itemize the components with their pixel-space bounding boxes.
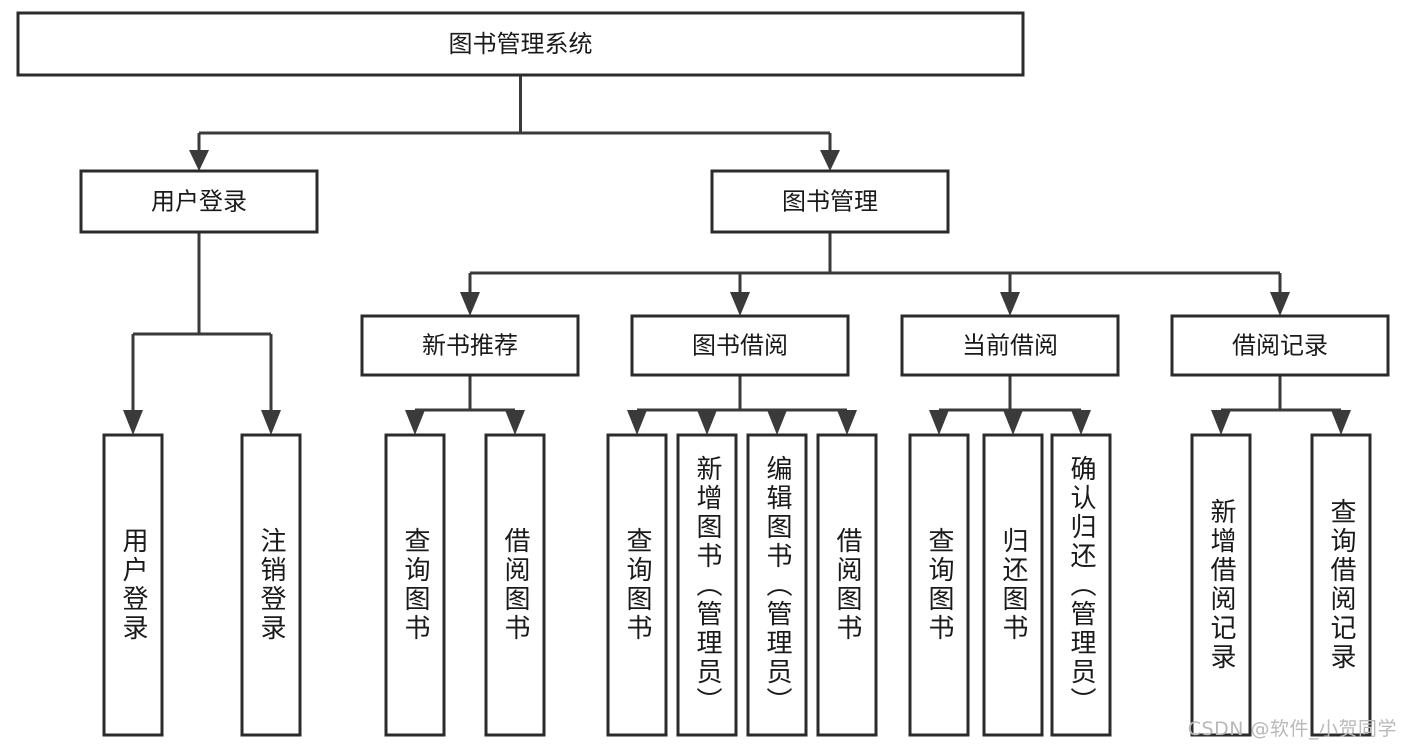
node-leaf-query-book-1-box[interactable] [384, 433, 446, 737]
node-leaf-confirm-return-admin-box[interactable] [1050, 433, 1112, 737]
node-user-login-box[interactable] [79, 169, 319, 234]
node-user-login-label: 用户登录 [151, 188, 247, 216]
arrow-cb-to-query-book [929, 410, 949, 435]
node-book-borrow-box[interactable] [630, 314, 850, 377]
arrow-bb-to-edit-book-admin [767, 410, 787, 435]
node-current-borrow-box[interactable] [900, 314, 1120, 377]
node-root-label: 图书管理系统 [449, 30, 593, 58]
arrow-root-to-book-manage [820, 150, 840, 171]
node-current-borrow-label: 当前借阅 [962, 332, 1058, 360]
arrow-bm-to-current-borrow [1000, 292, 1020, 316]
node-book-manage-box[interactable] [710, 169, 950, 234]
edge-group-root [189, 75, 840, 171]
arrow-ul-to-leaf-user-login [123, 410, 143, 435]
node-new-book-recommend-box[interactable] [360, 314, 580, 377]
node-leaf-borrow-book-1-box[interactable] [484, 433, 546, 737]
leaf-boxes [102, 433, 1372, 737]
node-borrow-record-box[interactable] [1170, 314, 1390, 377]
node-leaf-query-borrow-record-box[interactable] [1310, 433, 1372, 737]
arrow-bm-to-book-borrow [730, 292, 750, 316]
node-book-manage[interactable]: 图书管理 [710, 169, 950, 234]
node-leaf-query-book-3-box[interactable] [908, 433, 970, 737]
arrow-ul-to-leaf-logout-login [261, 410, 281, 435]
node-user-login[interactable]: 用户登录 [79, 169, 319, 234]
arrow-bb-to-borrow-book [837, 410, 857, 435]
edge-group-current-borrow [929, 375, 1091, 435]
edge-group-borrow-record [1211, 375, 1351, 435]
node-leaf-return-book-box[interactable] [982, 433, 1044, 737]
arrow-nbr-to-borrow-book [505, 410, 525, 435]
node-leaf-edit-book-admin-box[interactable] [746, 433, 808, 737]
arrow-cb-to-confirm-return-admin [1071, 410, 1091, 435]
edge-group-book-manage [460, 232, 1290, 316]
edge-group-book-borrow [627, 375, 857, 435]
node-borrow-record-label: 借阅记录 [1232, 332, 1328, 360]
edge-group-user-login [123, 232, 281, 435]
arrow-bb-to-add-book-admin [697, 410, 717, 435]
arrow-nbr-to-query-book [405, 410, 425, 435]
node-leaf-borrow-book-2-box[interactable] [816, 433, 878, 737]
arrow-bm-to-new-book-recommend [460, 292, 480, 316]
node-root-box[interactable] [16, 11, 1025, 77]
node-leaf-query-book-2-box[interactable] [606, 433, 668, 737]
node-book-manage-label: 图书管理 [782, 188, 878, 216]
arrow-cb-to-return-book [1003, 410, 1023, 435]
node-book-borrow-label: 图书借阅 [692, 332, 788, 360]
arrow-root-to-user-login [189, 150, 209, 171]
node-new-book-recommend-label: 新书推荐 [422, 332, 518, 360]
node-book-borrow[interactable]: 图书借阅 [630, 314, 850, 377]
arrow-br-to-add-borrow-record [1211, 410, 1231, 435]
node-leaf-logout-login-box[interactable] [240, 433, 302, 737]
node-borrow-record[interactable]: 借阅记录 [1170, 314, 1390, 377]
node-current-borrow[interactable]: 当前借阅 [900, 314, 1120, 377]
arrow-br-to-query-borrow-record [1331, 410, 1351, 435]
node-root[interactable]: 图书管理系统 [16, 11, 1025, 77]
node-new-book-recommend[interactable]: 新书推荐 [360, 314, 580, 377]
arrow-bm-to-borrow-record [1270, 292, 1290, 316]
edge-group-new-book-recommend [405, 375, 525, 435]
watermark: CSDN @软件_小贺同学 [1187, 718, 1397, 740]
node-leaf-add-book-admin-box[interactable] [676, 433, 738, 737]
node-leaf-add-borrow-record-box[interactable] [1190, 433, 1252, 737]
node-leaf-user-login-box[interactable] [102, 433, 164, 737]
arrow-bb-to-query-book [627, 410, 647, 435]
